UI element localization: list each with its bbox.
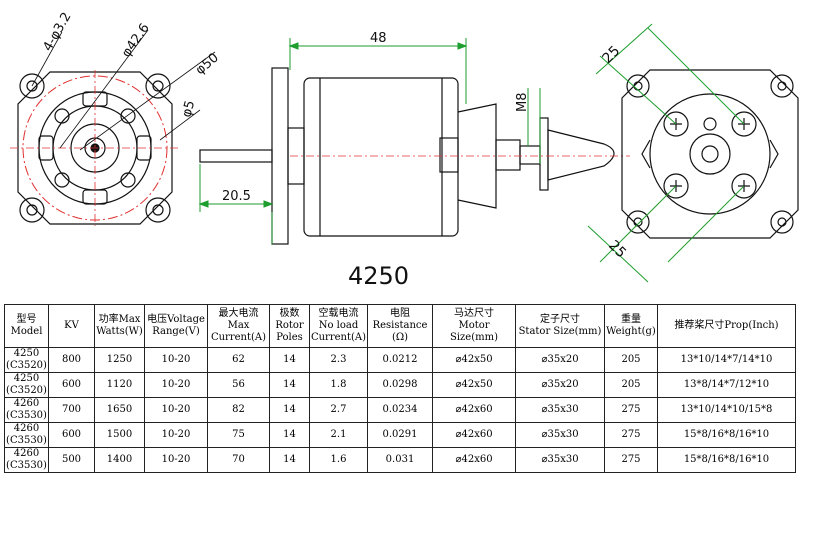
prop-washer [539,117,549,191]
shaft-dia-label: φ5 [179,99,198,119]
hole-spacing-bottom-label: 25 [605,238,629,262]
table-row: 4260(C3530) 600 1500 10-20 75 14 2.1 0.0… [4,422,796,448]
thread-label: M8 [515,93,530,113]
body-length-label: 48 [370,31,387,46]
diameter-icon: ⌀ [455,404,462,415]
diameter-icon: ⌀ [541,404,548,415]
model-label: 4250 [348,262,409,290]
rear-view-dimensions [587,23,745,283]
table-row: 4250(C3520) 600 1120 10-20 56 14 1.8 0.0… [4,372,796,398]
diameter-icon: ⌀ [541,454,548,465]
table-row: 4260(C3530) 500 1400 10-20 70 14 1.6 0.0… [4,447,796,473]
mount-holes-label: 4-φ3.2 [40,10,74,54]
shaft-length-label: 20.5 [222,189,251,204]
diameter-icon: ⌀ [455,454,462,465]
diameter-icon: ⌀ [541,354,548,365]
side-view-dimensions [198,38,541,244]
prop-spinner [547,129,615,181]
rear-shaft [199,149,273,163]
motor-drawing: 4-φ3.2 φ42.6 φ50 φ5 48 20.5 M8 [10,10,799,290]
mount-plate-outline [17,71,173,225]
header-kv: KV [48,304,95,348]
rear-plate-outline [621,69,799,239]
bolt-circle-label: φ42.6 [119,21,153,60]
outer-dia-label: φ50 [193,50,222,78]
table-row: 4260(C3530) 700 1650 10-20 82 14 2.7 0.0… [4,397,796,423]
side-view [199,67,630,245]
motor-body [303,77,459,237]
diameter-icon: ⌀ [455,379,462,390]
rear-view-right [621,69,799,239]
front-view-left [10,70,180,226]
header-prop: 推荐桨尺寸Prop(Inch) [657,304,796,348]
diameter-icon: ⌀ [455,354,462,365]
diameter-icon: ⌀ [455,429,462,440]
diameter-icon: ⌀ [541,429,548,440]
diameter-icon: ⌀ [541,379,548,390]
hole-spacing-top-label: 25 [600,43,624,67]
mount-flange [271,67,289,245]
table-row: 4250(C3520) 800 1250 10-20 62 14 2.3 0.0… [4,347,796,373]
front-view-left-dimensions [31,29,216,151]
